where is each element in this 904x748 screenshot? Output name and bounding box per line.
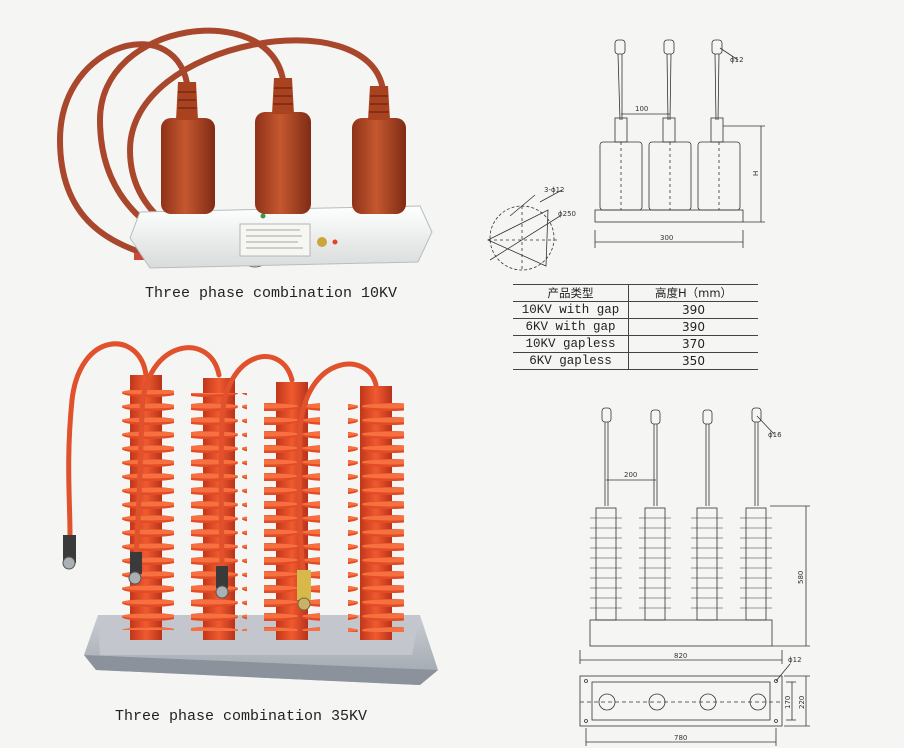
shed-columns <box>595 507 767 621</box>
dim-base-outer: 220 <box>798 696 806 709</box>
cell-height: 390 <box>628 301 758 319</box>
dim-height: 580 <box>797 571 805 584</box>
dim-base-inner: 170 <box>784 696 792 709</box>
dim-width: 820 <box>674 652 687 660</box>
caption-10kv: Three phase combination 10KV <box>145 285 398 302</box>
product-photo-35kv <box>62 341 438 685</box>
arrester-base <box>129 205 433 269</box>
product-photo-10kv <box>56 27 433 269</box>
table-row: 10KV with gap 390 <box>513 301 758 319</box>
table-row: 6KV gapless 350 <box>513 352 758 370</box>
cell-type: 10KV gapless <box>513 335 629 353</box>
arrester-columns <box>118 375 404 640</box>
dim-width: 300 <box>660 234 673 242</box>
table-header-row: 产品类型 高度H（mm） <box>513 284 758 302</box>
cell-height: 370 <box>628 335 758 353</box>
cell-type: 6KV with gap <box>513 318 629 336</box>
cable-lugs <box>62 535 311 611</box>
dim-spacing: 100 <box>635 105 648 113</box>
dim-mount-holes: 3-ϕ12 <box>544 186 565 194</box>
connection-cables <box>66 341 379 583</box>
technical-drawing-10kv: ϕ12 100 H 300 3-ϕ12 ϕ250 <box>487 39 765 271</box>
mounting-plate <box>84 615 438 685</box>
dim-spacing: 200 <box>624 471 637 479</box>
cell-height: 350 <box>628 352 758 370</box>
table-row: 6KV with gap 390 <box>513 318 758 336</box>
cell-height: 390 <box>628 318 758 336</box>
terminals <box>614 39 723 121</box>
cell-type: 10KV with gap <box>513 301 629 319</box>
dim-height: H <box>752 171 760 176</box>
cell-type: 6KV gapless <box>513 352 629 370</box>
dim-hole-dia: ϕ12 <box>730 56 744 64</box>
dim-circle-dia: ϕ250 <box>558 210 576 218</box>
column-header-height: 高度H（mm） <box>628 284 758 302</box>
spec-table: 产品类型 高度H（mm） 10KV with gap 390 6KV with … <box>513 284 758 370</box>
arrester-housings <box>161 78 406 214</box>
dim-base-hole: ϕ12 <box>788 656 802 664</box>
dim-base-length: 780 <box>674 734 687 742</box>
column-header-type: 产品类型 <box>513 284 629 302</box>
technical-drawing-35kv: ϕ16 200 580 820 ϕ12 170 220 780 <box>579 407 810 746</box>
table-row: 10KV gapless 370 <box>513 335 758 353</box>
terminals <box>601 407 762 506</box>
caption-35kv: Three phase combination 35KV <box>115 708 368 725</box>
dim-hole-dia: ϕ16 <box>768 431 782 439</box>
